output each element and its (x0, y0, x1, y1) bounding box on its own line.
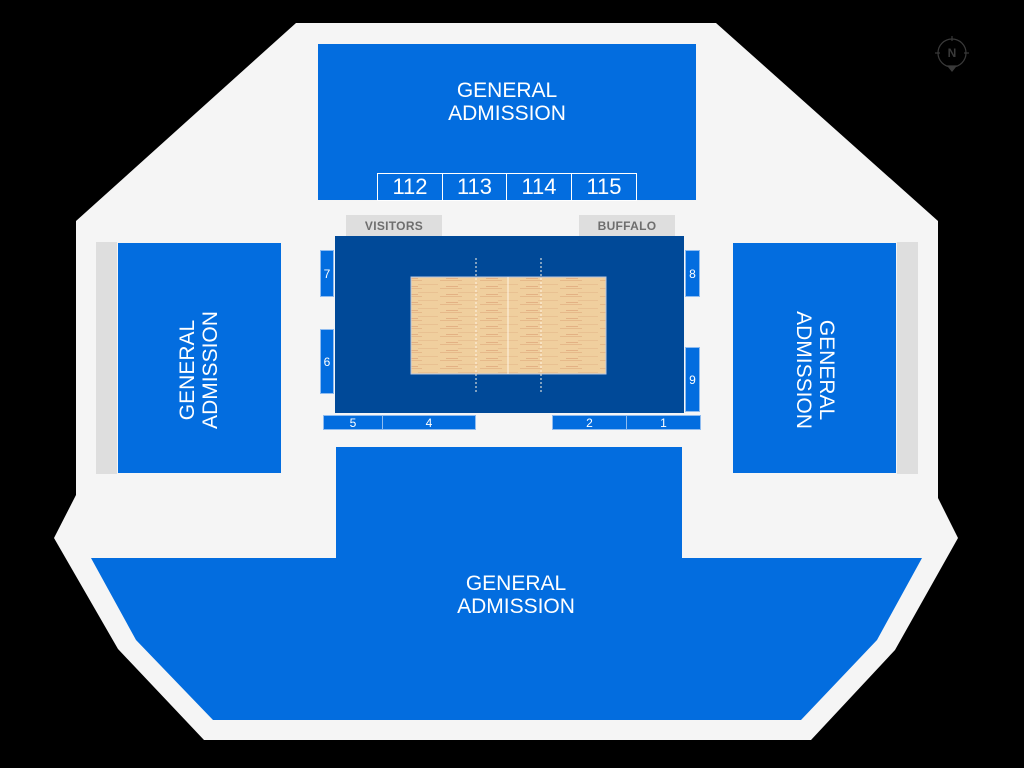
section-9[interactable]: 9 (685, 347, 700, 412)
compass-north-icon (935, 36, 969, 72)
section-113[interactable]: 113 (442, 173, 507, 201)
right-ga-aisle (897, 242, 918, 474)
section-top-ga-label: GENERAL ADMISSION (448, 79, 566, 125)
section-bottom-ga-label: GENERAL ADMISSION (457, 572, 575, 618)
section-2[interactable]: 2 (552, 415, 627, 430)
left-ga-aisle (96, 242, 117, 474)
section-112[interactable]: 112 (377, 173, 443, 201)
section-4[interactable]: 4 (382, 415, 476, 430)
section-114[interactable]: 114 (506, 173, 572, 201)
compass-label: N (947, 46, 957, 60)
section-left-ga-label: GENERAL ADMISSION (176, 311, 222, 429)
section-115[interactable]: 115 (571, 173, 637, 201)
section-right-ga-label: GENERAL ADMISSION (792, 311, 838, 429)
section-7[interactable]: 7 (320, 250, 334, 297)
section-8[interactable]: 8 (685, 250, 700, 297)
bench-buffalo: BUFFALO (579, 215, 675, 236)
section-bottom-ga-shape[interactable] (91, 447, 922, 720)
bench-visitors: VISITORS (346, 215, 442, 236)
section-6[interactable]: 6 (320, 329, 334, 394)
section-1[interactable]: 1 (626, 415, 701, 430)
section-left-ga[interactable] (118, 243, 281, 473)
section-right-ga[interactable] (733, 243, 896, 473)
section-5[interactable]: 5 (323, 415, 383, 430)
